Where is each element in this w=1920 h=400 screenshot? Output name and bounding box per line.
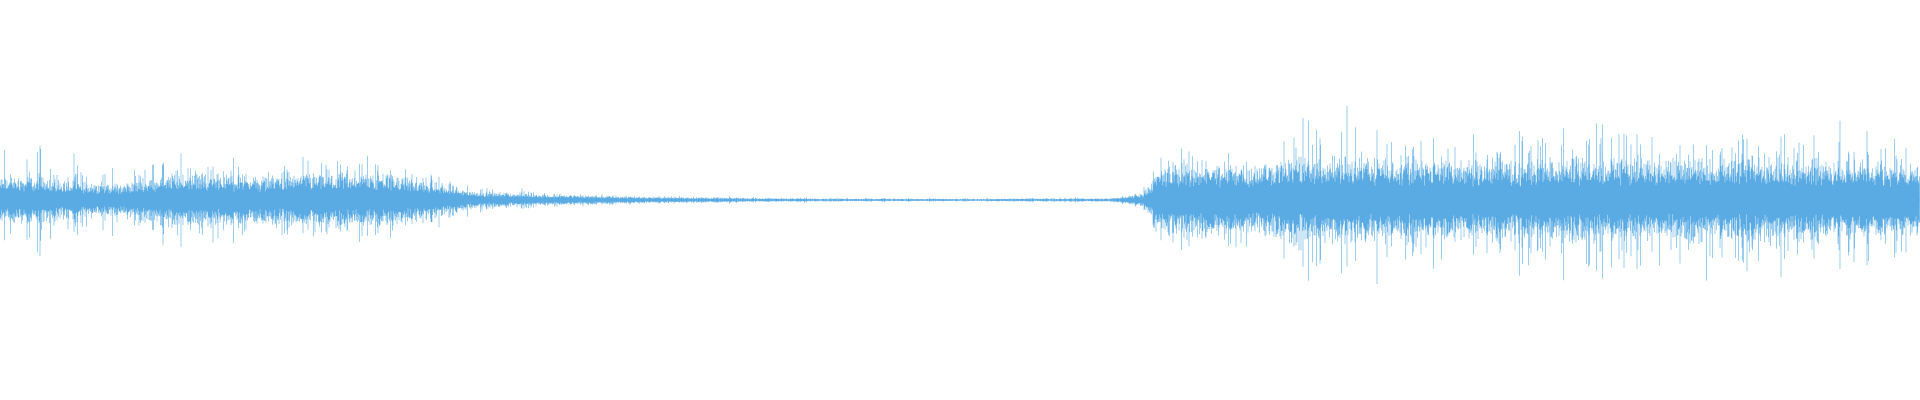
- waveform-path: [0, 105, 1920, 284]
- waveform-samples: [0, 105, 1920, 284]
